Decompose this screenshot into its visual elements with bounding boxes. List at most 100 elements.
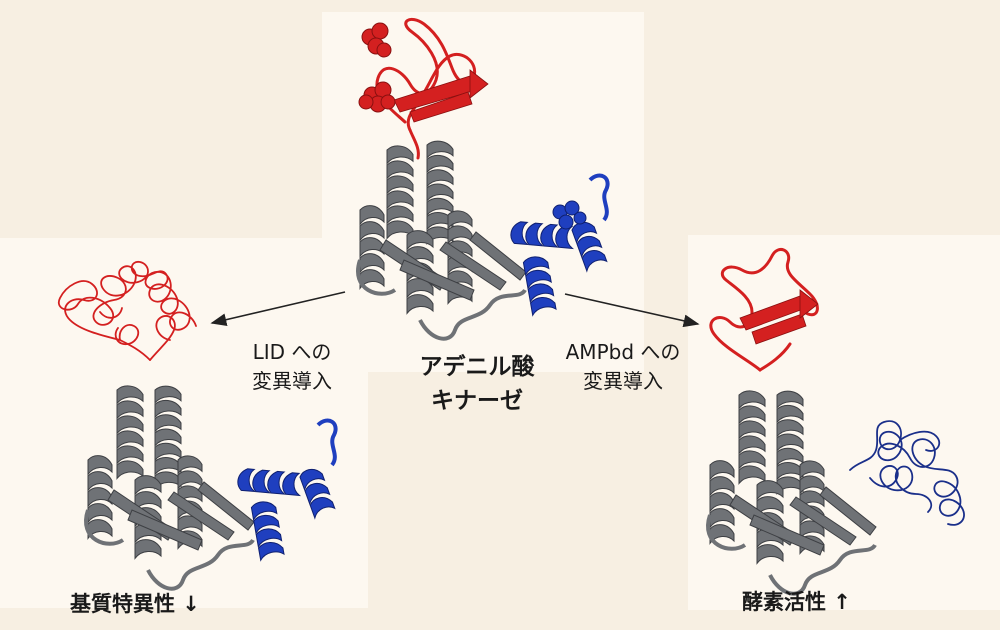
center-lid-domain	[375, 18, 489, 160]
helix-turn	[359, 269, 385, 291]
helix-turn	[237, 468, 257, 493]
center-protein	[356, 18, 610, 341]
helix-turn	[134, 475, 162, 496]
helix-turn	[709, 492, 735, 514]
helix-turn	[154, 385, 182, 405]
right-arrow-label: AMPbd への 変異導入	[538, 338, 708, 396]
helix-turn	[255, 528, 283, 549]
helix-turn	[426, 140, 454, 160]
helix-turn	[87, 471, 113, 493]
left-arrow-label-line-1: LID への	[252, 340, 332, 364]
helix-turn	[359, 253, 385, 275]
center-core-domain	[356, 140, 527, 341]
helix-turn	[177, 515, 203, 536]
helix-turn	[309, 497, 336, 520]
helix-turn	[250, 501, 278, 522]
helix-turn	[359, 221, 385, 243]
helix-turn	[134, 539, 162, 560]
helix-turn	[776, 404, 804, 424]
left-protein	[57, 261, 338, 591]
helix-turn	[359, 237, 385, 259]
left-panel	[0, 238, 368, 608]
helix-turn	[253, 514, 280, 535]
helix-turn	[738, 405, 766, 425]
helix-turn	[426, 154, 454, 174]
helix-turn	[447, 210, 473, 231]
arrow-to-lid-mutant	[210, 291, 346, 326]
helix-turn	[177, 455, 203, 476]
helix-turn	[571, 221, 598, 245]
left-ampbd-domain	[237, 418, 338, 562]
helix-turn	[154, 399, 182, 419]
helix-turn	[116, 415, 144, 435]
helix-turn	[709, 524, 735, 546]
helix-turn	[738, 450, 766, 470]
helix-turn	[738, 420, 766, 440]
helix-turn	[116, 460, 144, 480]
helix-turn	[709, 508, 735, 530]
helix-turn	[776, 433, 804, 453]
center-label-line-1: アデニル酸	[419, 354, 535, 380]
center-ampbd-domain	[510, 173, 610, 317]
helix-turn	[386, 160, 414, 180]
left-core-domain	[84, 385, 255, 591]
helix-turn	[154, 414, 182, 433]
helix-turn	[756, 544, 784, 565]
helix-turn	[359, 205, 385, 227]
helix-turn	[267, 470, 287, 495]
helix-turn	[426, 169, 454, 188]
center-label: アデニル酸 キナーゼ	[392, 350, 562, 418]
helix-turn	[525, 269, 552, 290]
left-arrow-label: LID への 変異導入	[222, 338, 362, 396]
helix-turn	[581, 250, 608, 273]
right-protein	[706, 247, 965, 596]
right-arrow-label-line-2: 変異導入	[583, 369, 663, 393]
left-arrow-label-line-2: 変異導入	[252, 369, 332, 393]
helix-turn	[386, 175, 414, 195]
helix-turn	[527, 283, 555, 304]
helix-turn	[426, 183, 454, 203]
right-result-label: 酵素活性 ↑	[742, 590, 851, 614]
helix-turn	[87, 503, 113, 525]
right-core-domain	[706, 390, 877, 596]
right-arrow-label-line-1: AMPbd への	[565, 340, 681, 364]
helix-turn	[116, 385, 144, 405]
right-ampbd-disordered	[849, 420, 965, 526]
helix-turn	[756, 496, 784, 517]
helix-turn	[116, 400, 144, 420]
helix-turn	[738, 465, 766, 485]
helix-turn	[87, 455, 113, 477]
helix-turn	[525, 222, 545, 247]
center-label-line-2: キナーゼ	[431, 388, 523, 414]
left-result-label: 基質特異性 ↓	[70, 592, 200, 616]
helix-turn	[386, 190, 414, 210]
helix-turn	[252, 469, 272, 494]
helix-turn	[258, 541, 285, 562]
helix-turn	[709, 460, 735, 482]
helix-turn	[776, 419, 804, 438]
helix-turn	[386, 205, 414, 225]
helix-turn	[406, 278, 434, 299]
helix-turn	[282, 472, 302, 497]
helix-turn	[522, 256, 550, 277]
left-lid-disordered	[57, 261, 197, 361]
helix-turn	[738, 435, 766, 455]
helix-turn	[709, 476, 735, 498]
helix-turn	[738, 390, 766, 410]
helix-turn	[116, 430, 144, 450]
helix-turn	[530, 296, 557, 317]
helix-turn	[756, 480, 784, 501]
helix-turn	[540, 223, 560, 248]
helix-turn	[386, 145, 414, 165]
right-lid-domain	[709, 247, 819, 372]
helix-turn	[510, 221, 530, 246]
helix-turn	[799, 520, 825, 541]
helix-turn	[576, 235, 603, 259]
arrow-to-ampbd-mutant	[564, 293, 700, 328]
helix-turn	[776, 390, 804, 410]
helix-turn	[304, 482, 331, 506]
helix-turn	[154, 428, 182, 448]
helix-turn	[87, 487, 113, 509]
helix-turn	[87, 519, 113, 541]
